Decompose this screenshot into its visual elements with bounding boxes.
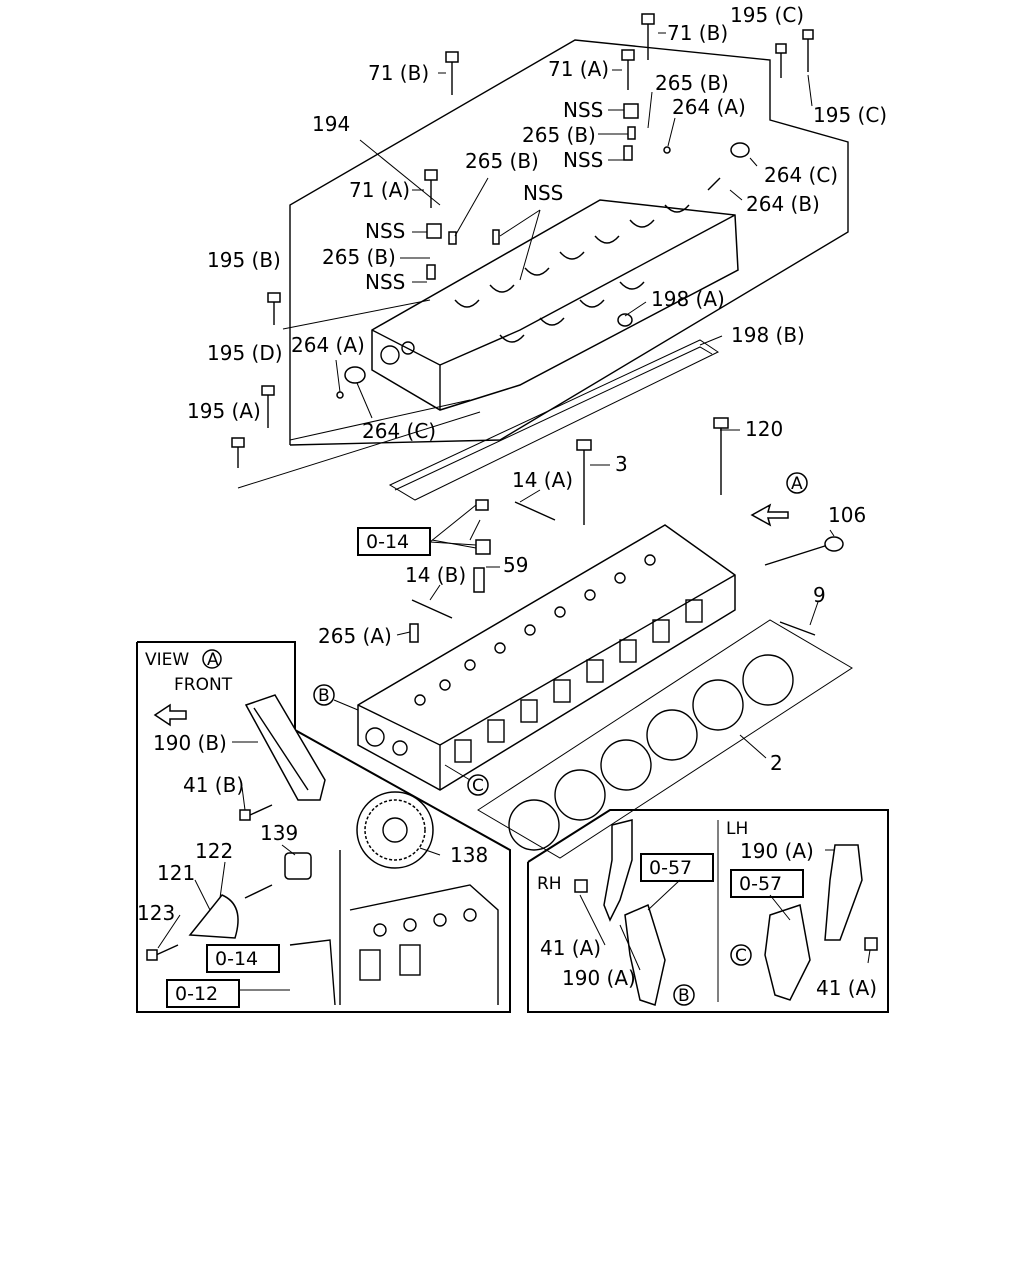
- lh-label: LH: [726, 819, 748, 839]
- callout-nss-5: NSS: [365, 270, 405, 294]
- callout-138: 138: [450, 843, 488, 867]
- callout-195a: 195 (A): [187, 399, 261, 423]
- cylinder-head-assembly: [313, 417, 853, 859]
- bolts-and-pins-upper: [231, 13, 814, 468]
- rh-b-letter: B: [678, 986, 690, 1006]
- callout-71b-top: 71 (B): [667, 21, 728, 45]
- callout-nss-1: NSS: [563, 98, 603, 122]
- callout-3: 3: [615, 452, 628, 476]
- callout-41b: 41 (B): [183, 773, 244, 797]
- rh-label: RH: [537, 874, 562, 894]
- callout-labels: 71 (B) 195 (C) 71 (B) 71 (A) 265 (B) 264…: [137, 3, 887, 1000]
- block-detail: [359, 908, 477, 981]
- callout-195b: 195 (B): [207, 248, 281, 272]
- view-title: VIEW: [145, 650, 189, 670]
- ref-057-rh: 0-57: [649, 857, 692, 879]
- callout-14b: 14 (B): [405, 563, 466, 587]
- view-front-label: FRONT: [174, 675, 233, 695]
- callout-190b: 190 (B): [153, 731, 227, 755]
- callout-195c-right: 195 (C): [813, 103, 887, 127]
- seal-plug-264c-left: [344, 366, 366, 384]
- camshaft-cradles: [454, 204, 690, 343]
- lh-c-letter: C: [735, 946, 747, 966]
- ref-014-main: 0-14: [366, 531, 409, 553]
- ref-014-view: 0-14: [215, 948, 258, 970]
- callout-121: 121: [157, 861, 195, 885]
- callout-190a-rh: 190 (A): [562, 966, 636, 990]
- seal-plug-264c-right: [730, 142, 750, 158]
- callout-120: 120: [745, 417, 783, 441]
- gasket-bores: [508, 654, 794, 851]
- dowel-59: [473, 567, 485, 593]
- arrow-view-letter: A: [791, 474, 803, 494]
- callout-198a: 198 (A): [651, 287, 725, 311]
- callout-265b-3: 265 (B): [465, 149, 539, 173]
- view-a-arrow: [750, 503, 789, 527]
- callout-nss-3: NSS: [523, 181, 563, 205]
- rh-b-marker: [673, 984, 695, 1006]
- callout-122: 122: [195, 839, 233, 863]
- lh-c-marker: [730, 944, 752, 966]
- ref-box-012-view: [166, 979, 240, 1008]
- callout-195c-top: 195 (C): [730, 3, 804, 27]
- ref-012-view: 0-12: [175, 983, 218, 1005]
- camshaft-carrier-assembly: [231, 13, 849, 501]
- ref-057-lh: 0-57: [739, 873, 782, 895]
- callout-41a-rh: 41 (A): [540, 936, 601, 960]
- callout-71a-top: 71 (A): [548, 57, 609, 81]
- callout-106: 106: [828, 503, 866, 527]
- callout-14a: 14 (A): [512, 468, 573, 492]
- callout-71a-left: 71 (A): [349, 178, 410, 202]
- callout-2: 2: [770, 751, 783, 775]
- callout-195d: 195 (D): [207, 341, 283, 365]
- callout-264a-2: 264 (A): [291, 333, 365, 357]
- circle-letters: A A B C B C: [207, 474, 803, 1006]
- leaders-upper: [237, 32, 813, 489]
- view-a-panel: [136, 641, 511, 1013]
- callout-41a-lh: 41 (A): [816, 976, 877, 1000]
- callout-nss-4: NSS: [365, 219, 405, 243]
- front-arrow: [153, 703, 187, 727]
- view-title-marker: [202, 649, 222, 669]
- head-b-marker: [313, 684, 335, 706]
- ref-box-057-lh: [730, 869, 804, 898]
- boxed-references: 0-14 0-14 0-12 0-57 0-57: [166, 504, 804, 1008]
- ref-box-014-view: [206, 944, 280, 973]
- callout-264c-2: 264 (C): [362, 419, 436, 443]
- callout-198b: 198 (B): [731, 323, 805, 347]
- gasket-198b: [388, 339, 720, 501]
- leaders-middle: [396, 429, 835, 759]
- callout-265b-1: 265 (B): [655, 71, 729, 95]
- callout-265b-4: 265 (B): [322, 245, 396, 269]
- view-a-marker: [786, 472, 808, 494]
- panel-titles: VIEW FRONT RH LH: [145, 650, 748, 894]
- callout-194: 194: [312, 112, 350, 136]
- callout-123: 123: [137, 901, 175, 925]
- callout-139: 139: [260, 821, 298, 845]
- callout-264a-1: 264 (A): [672, 95, 746, 119]
- callout-59: 59: [503, 553, 528, 577]
- callout-190a-lh: 190 (A): [740, 839, 814, 863]
- rh-lh-panel: [527, 809, 889, 1013]
- callout-nss-2: NSS: [563, 148, 603, 172]
- callout-264c-1: 264 (C): [764, 163, 838, 187]
- head-c-marker: [467, 774, 489, 796]
- callout-265b-2: 265 (B): [522, 123, 596, 147]
- callout-264b: 264 (B): [746, 192, 820, 216]
- callout-9: 9: [813, 583, 826, 607]
- callout-265a: 265 (A): [318, 624, 392, 648]
- head-c-letter: C: [472, 776, 484, 796]
- callout-71b-left: 71 (B): [368, 61, 429, 85]
- head-b-letter: B: [318, 686, 330, 706]
- head-port-pattern: [365, 554, 703, 763]
- pin-265a: [409, 623, 419, 643]
- view-title-letter: A: [207, 650, 219, 670]
- head-gasket-2: [477, 619, 853, 859]
- ref-box-057-rh: [640, 853, 714, 882]
